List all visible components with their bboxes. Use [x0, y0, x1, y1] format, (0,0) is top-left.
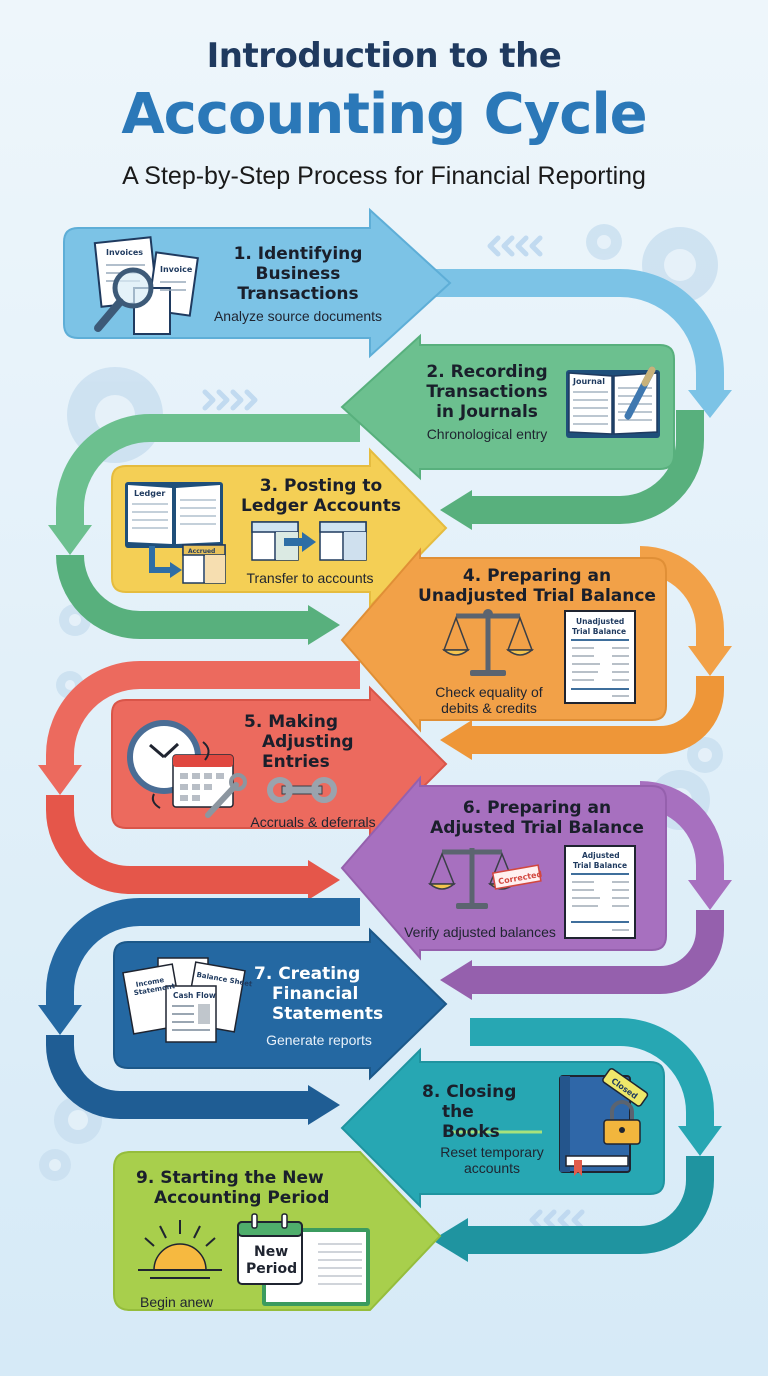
sunrise-new-period-icon: New Period	[138, 1213, 370, 1306]
svg-text:Cash Flow: Cash Flow	[173, 991, 216, 1000]
scale-corrected-report-icon: Corrected Adjusted Trial Balance	[427, 845, 636, 939]
step-1-text: 1. Identifying Business Transactions Ana…	[208, 244, 388, 324]
svg-text:Invoices: Invoices	[106, 248, 143, 257]
step-1-description: Analyze source documents	[213, 308, 383, 324]
scale-report-icon: Unadjusted Trial Balance	[441, 609, 636, 704]
step-7-title-line1: 7. Creating	[254, 964, 361, 984]
step-8-title-line1: 8. Closing	[422, 1082, 517, 1102]
step-8-text: 8. Closing the Books	[422, 1082, 532, 1142]
step-5-title-line2: Adjusting	[262, 732, 354, 752]
financial-statements-icon: Income Statement Balance Sheet Cash Flow	[122, 957, 253, 1043]
page-title-line1: Introduction to the	[206, 36, 562, 76]
step-6-text: 6. Preparing an Adjusted Trial Balance	[402, 798, 672, 838]
step-6-title-line2: Adjusted Trial Balance	[430, 818, 644, 838]
svg-text:Adjusted: Adjusted	[582, 851, 620, 860]
svg-text:Trial Balance: Trial Balance	[573, 861, 627, 870]
step-9-title-line1: 9. Starting the New	[136, 1168, 324, 1188]
step-4-text: 4. Preparing an Unadjusted Trial Balance	[402, 566, 672, 606]
clock-calendar-wrench-icon	[127, 720, 337, 818]
magnifier-invoices-icon: Invoices Invoice	[93, 236, 199, 335]
step-2-title-line2: Transactions	[426, 382, 548, 402]
step-4-title-line1: 4. Preparing an	[462, 566, 612, 586]
step-9-text: 9. Starting the New Accounting Period	[136, 1168, 356, 1208]
step-7-title-line2: Financial	[272, 984, 359, 1004]
svg-text:Unadjusted: Unadjusted	[576, 617, 624, 626]
svg-text:Accrued: Accrued	[188, 548, 215, 555]
step-7-description: Generate reports	[266, 1032, 372, 1048]
step-1-title-line1: 1. Identifying	[233, 244, 363, 264]
step-5-text: 5. Making Adjusting Entries	[244, 712, 354, 772]
connector-arrow-7-8	[46, 1035, 310, 1119]
ledger-t-accounts-icon: Ledger Accrued	[125, 482, 367, 584]
step-2-description: Chronological entry	[426, 426, 548, 442]
svg-text:New: New	[254, 1244, 288, 1260]
svg-text:Ledger: Ledger	[134, 489, 165, 498]
step-2-title-line3: in Journals	[436, 402, 538, 422]
step-4-description-line2: debits & credits	[441, 700, 537, 716]
step-1-title-line2: Business	[255, 264, 341, 284]
page-title-line2: Accounting Cycle	[121, 82, 647, 147]
svg-text:Invoice: Invoice	[160, 265, 193, 274]
svg-text:Journal: Journal	[572, 377, 605, 386]
step-5-description: Accruals & deferrals	[250, 814, 376, 830]
connector-arrow-8-9	[465, 1156, 714, 1254]
step-6-title-line1: 6. Preparing an	[462, 798, 612, 818]
step-9-description: Begin anew	[140, 1294, 214, 1310]
locked-book-icon: Closed	[559, 1068, 649, 1176]
svg-text:Trial Balance: Trial Balance	[572, 627, 626, 636]
step-5-title-line1: 5. Making	[244, 712, 338, 732]
step-3-title-line2: Ledger Accounts	[241, 496, 401, 516]
step-1-title-line3: Transactions	[237, 284, 359, 304]
step-9-title-line2: Accounting Period	[154, 1188, 330, 1208]
step-8-description: Reset temporary accounts	[432, 1144, 552, 1176]
step-4-description-line1: Check equality of	[435, 684, 543, 700]
step-4-description: Check equality of debits & credits	[426, 684, 552, 716]
step-7-title-line3: Statements	[272, 1004, 384, 1024]
step-5-title-line3: Entries	[262, 752, 330, 772]
step-6-description: Verify adjusted balances	[404, 924, 556, 940]
journal-pen-icon: Journal	[566, 366, 660, 438]
connector-arrow-1-2	[430, 269, 724, 395]
step-7-text: 7. Creating Financial Statements	[254, 964, 384, 1024]
step-8-title-line2: the Books	[442, 1102, 500, 1142]
step-2-title-line1: 2. Recording	[426, 362, 548, 382]
step-4-title-line2: Unadjusted Trial Balance	[418, 586, 656, 606]
step-3-text: 3. Posting to Ledger Accounts	[236, 476, 406, 516]
step-2-text: 2. Recording Transactions in Journals Ch…	[412, 362, 562, 442]
chevron-decor-icon	[202, 235, 585, 1231]
step-3-title-line1: 3. Posting to	[259, 476, 383, 496]
connector-arrow-6-7	[470, 910, 724, 994]
svg-text:Period: Period	[246, 1261, 297, 1277]
page-subtitle: A Step-by-Step Process for Financial Rep…	[122, 162, 646, 190]
step-3-description: Transfer to accounts	[246, 570, 374, 586]
connector-arrow-5-6	[46, 795, 310, 894]
connector-arrow-2-3	[56, 554, 310, 639]
step-8-description-line1: Reset temporary	[440, 1144, 544, 1160]
step-8-description-line2: accounts	[463, 1160, 521, 1176]
connector-arrow-4-5	[470, 676, 724, 754]
